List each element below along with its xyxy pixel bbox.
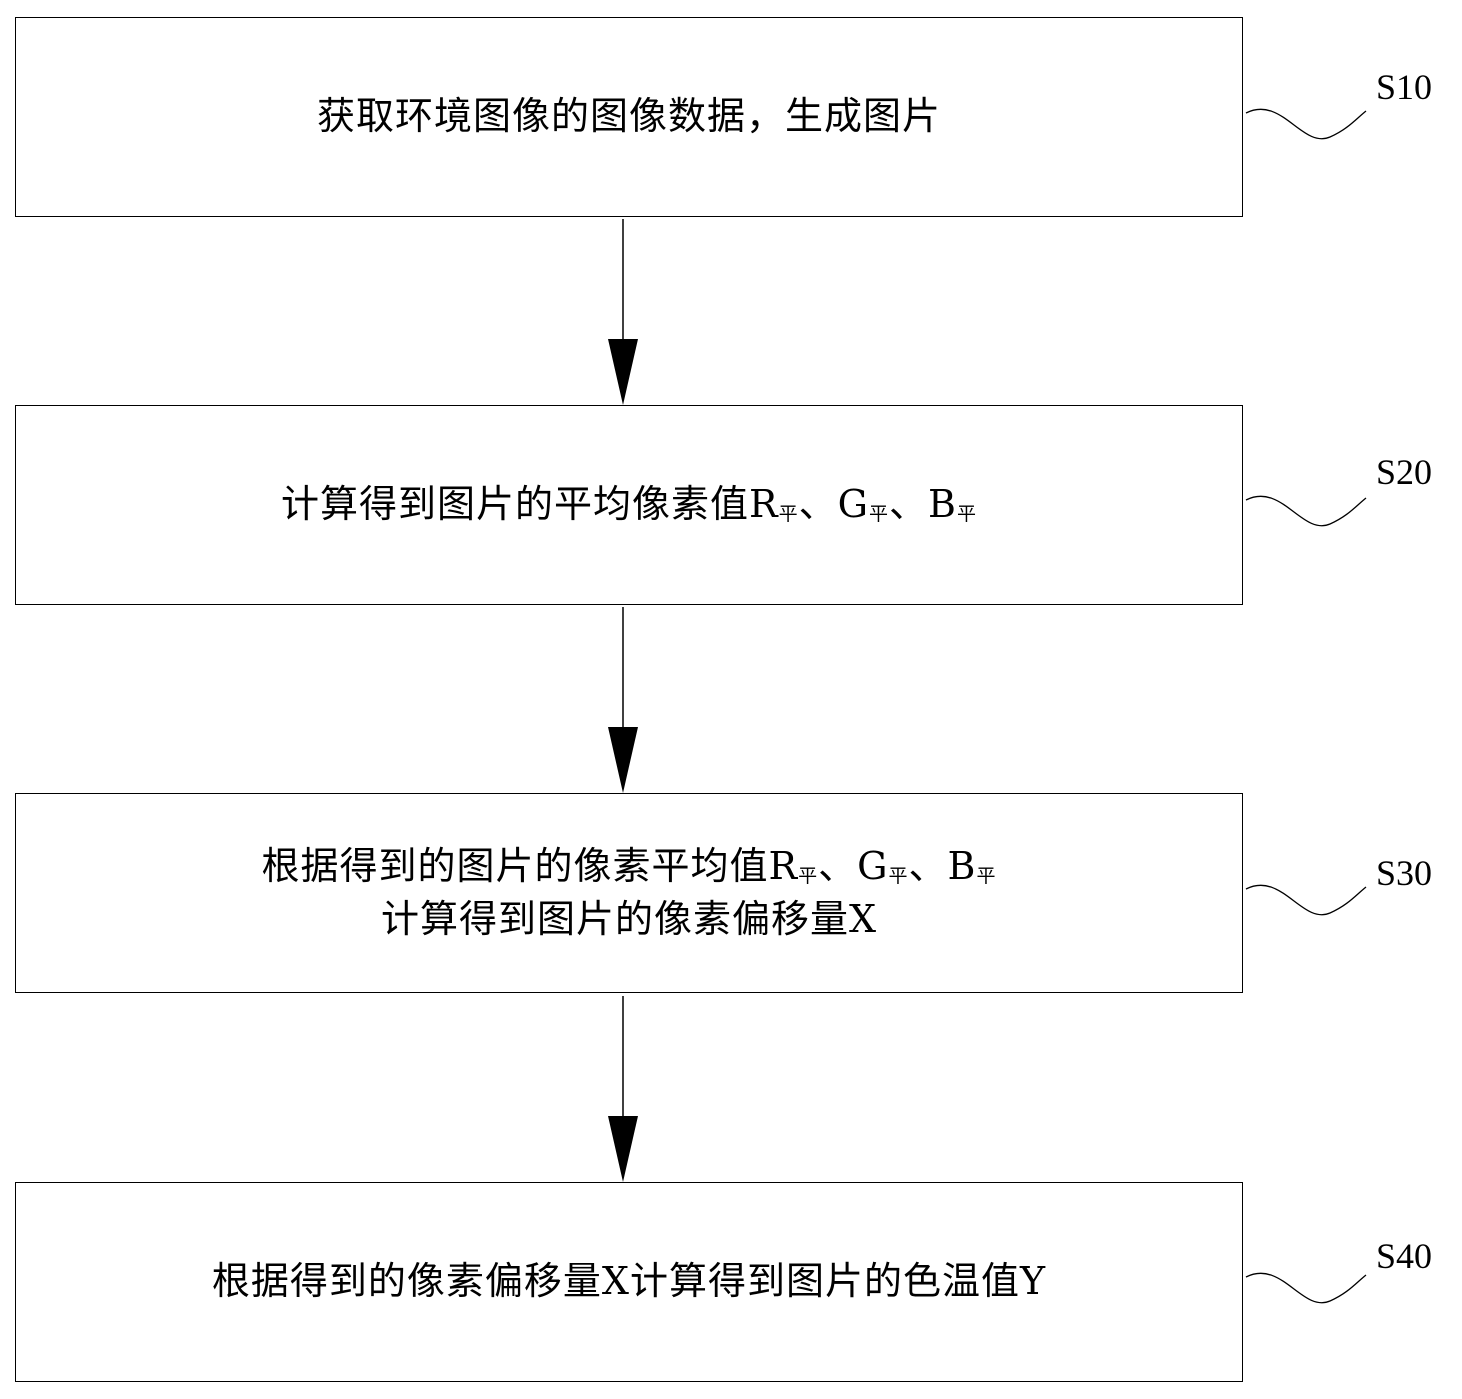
- step-line: 获取环境图像的图像数据，生成图片: [317, 90, 941, 143]
- subscript: 平: [778, 503, 799, 526]
- leader-curve-s20: [1245, 495, 1367, 527]
- subscript: 平: [888, 864, 909, 887]
- leader-curve-s10: [1245, 108, 1367, 140]
- text-segment: 根据得到的图片的像素平均值R: [261, 843, 799, 888]
- step-text-s40: 根据得到的像素偏移量X计算得到图片的色温值Y: [212, 1255, 1046, 1308]
- subscript: 平: [976, 864, 997, 887]
- step-box-s20: 计算得到图片的平均像素值R平、G平、B平: [15, 405, 1243, 605]
- arrow-head: [608, 1116, 638, 1182]
- step-line: 根据得到的像素偏移量X计算得到图片的色温值Y: [212, 1255, 1046, 1308]
- text-segment: 计算得到图片的平均像素值R: [281, 482, 779, 527]
- arrow-head: [608, 339, 638, 405]
- subscript: 平: [798, 864, 819, 887]
- text-segment: 、G: [798, 482, 870, 527]
- text-segment: 、B: [889, 482, 957, 527]
- step-label-s20: S20: [1376, 452, 1433, 492]
- step-box-s30: 根据得到的图片的像素平均值R平、G平、B平计算得到图片的像素偏移量X: [15, 793, 1243, 993]
- step-text-s30: 根据得到的图片的像素平均值R平、G平、B平计算得到图片的像素偏移量X: [262, 840, 997, 946]
- arrow-s10-s20: [608, 219, 638, 405]
- text-segment: 根据得到的像素偏移量X计算得到图片的色温值Y: [211, 1259, 1047, 1304]
- step-box-s40: 根据得到的像素偏移量X计算得到图片的色温值Y: [15, 1182, 1243, 1382]
- text-segment: 、G: [818, 843, 889, 888]
- step-box-s10: 获取环境图像的图像数据，生成图片: [15, 17, 1243, 217]
- arrow-s20-s30: [608, 607, 638, 793]
- step-text-s20: 计算得到图片的平均像素值R平、G平、B平: [281, 478, 977, 531]
- leader-curve-s30: [1245, 884, 1367, 916]
- step-label-s30: S30: [1376, 853, 1433, 893]
- arrow-s30-s40: [608, 996, 638, 1182]
- text-segment: 、B: [908, 843, 977, 888]
- step-label-s40: S40: [1376, 1236, 1433, 1276]
- text-segment: 计算得到图片的像素偏移量X: [380, 897, 878, 941]
- leader-curve-s40: [1245, 1272, 1367, 1304]
- text-segment: 获取环境图像的图像数据，生成图片: [316, 94, 941, 139]
- step-text-s10: 获取环境图像的图像数据，生成图片: [317, 90, 941, 143]
- arrow-head: [608, 727, 638, 793]
- step-line: 计算得到图片的平均像素值R平、G平、B平: [281, 478, 977, 531]
- step-line: 计算得到图片的像素偏移量X: [262, 893, 997, 946]
- subscript: 平: [956, 503, 977, 526]
- step-label-s10: S10: [1376, 67, 1433, 107]
- subscript: 平: [869, 503, 890, 526]
- step-line: 根据得到的图片的像素平均值R平、G平、B平: [262, 840, 997, 893]
